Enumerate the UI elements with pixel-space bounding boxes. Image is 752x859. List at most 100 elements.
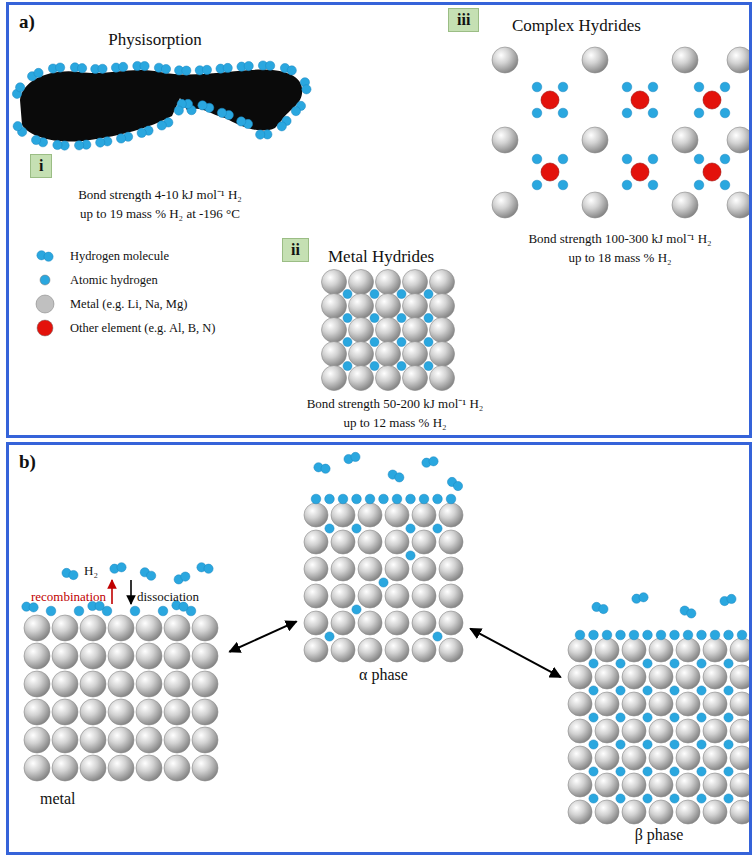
- metal-atom: [622, 773, 646, 797]
- metal-atom: [376, 342, 401, 367]
- hydrogen-atom: [575, 630, 585, 640]
- legend-swatch-dot: [37, 320, 53, 336]
- recombination-arrow: [111, 580, 113, 604]
- hydrogen-atom: [379, 578, 388, 587]
- metal-atom: [730, 773, 752, 797]
- panel-frame: b)metalα phaseβ phase: [6, 442, 752, 855]
- hydrogen-atom: [325, 632, 334, 641]
- metal-atom: [192, 643, 218, 669]
- panel-letter: a): [19, 11, 35, 33]
- metal-atom: [136, 615, 162, 641]
- hydrogen-atom: [616, 740, 625, 749]
- hydrogen-atom: [98, 64, 107, 73]
- lattice-region: α phase: [302, 500, 465, 664]
- hydrogen-atom: [727, 594, 736, 603]
- metal-atom: [730, 719, 752, 743]
- hydrogen-molecule: [632, 593, 648, 604]
- hydrogen-atom: [670, 794, 679, 803]
- hydrogen-atom: [352, 494, 362, 504]
- metal-atom: [622, 638, 646, 662]
- hydrogen-atom: [643, 767, 652, 776]
- metal-atom: [108, 727, 134, 753]
- metal-atom: [322, 366, 347, 391]
- hydrogen-atom: [351, 452, 360, 461]
- metal-atom: [412, 638, 436, 662]
- metal-atom: [108, 671, 134, 697]
- hydrogen-atom: [237, 117, 246, 126]
- hydrogen-molecule: [31, 135, 47, 146]
- hydrogen-atom: [683, 630, 693, 640]
- hydrogen-atom: [629, 630, 639, 640]
- metal-atom: [492, 127, 518, 153]
- metal-atom: [595, 719, 619, 743]
- metal-atom: [192, 671, 218, 697]
- metal-atom: [649, 746, 673, 770]
- metal-atom: [136, 643, 162, 669]
- metal-atom: [108, 755, 134, 781]
- hydrogen-atom: [622, 108, 632, 118]
- metal-atom: [164, 755, 190, 781]
- hydrogen-molecule: [91, 64, 107, 73]
- section-title: Complex Hydrides: [512, 14, 641, 39]
- hydrogen-atom: [639, 593, 648, 602]
- hydrogen-atom: [589, 740, 598, 749]
- hydrogen-atom: [56, 63, 65, 72]
- hydrogen-atom: [616, 767, 625, 776]
- hydrogen-molecule: [592, 602, 608, 613]
- metal-atom: [676, 746, 700, 770]
- hydrogen-atom: [694, 180, 704, 190]
- hydrogen-atom: [424, 314, 433, 323]
- metal-atom: [649, 773, 673, 797]
- hydrogen-molecule: [300, 78, 311, 94]
- metal-atom: [164, 615, 190, 641]
- hydrogen-molecule: [447, 477, 462, 490]
- hydrogen-atom: [643, 794, 652, 803]
- hydrogen-atom: [223, 63, 232, 72]
- hydrogen-molecule: [277, 116, 291, 131]
- metal-atom: [349, 366, 374, 391]
- hydrogen-atom: [589, 659, 598, 668]
- hydrogen-molecule: [13, 122, 27, 137]
- hydrogen-molecule: [174, 572, 190, 584]
- legend-swatch: [28, 317, 62, 339]
- other-element-atom: [703, 163, 721, 181]
- hydrogen-atom: [147, 571, 156, 580]
- hydrogen-atom: [670, 767, 679, 776]
- metal-atom: [672, 127, 698, 153]
- hydrogen-atom: [277, 122, 286, 131]
- hydrogen-atom: [406, 551, 415, 560]
- hydrogen-atom: [453, 481, 462, 490]
- metal-atom: [439, 503, 463, 527]
- metal-atom: [385, 503, 409, 527]
- other-element-atom: [703, 91, 721, 109]
- legend-swatch-dot: [36, 295, 54, 313]
- hydrogen-molecule: [137, 126, 153, 137]
- metal-atom: [676, 692, 700, 716]
- hydrogen-atom: [433, 494, 443, 504]
- metal-atom: [358, 611, 382, 635]
- hydrogen-atom: [737, 630, 747, 640]
- metal-atom: [672, 47, 698, 73]
- metal-atom: [385, 530, 409, 554]
- metal-atom: [676, 800, 700, 824]
- hydrogen-molecule: [133, 61, 149, 70]
- metal-atom: [730, 800, 752, 824]
- metal-lattice: [22, 563, 218, 781]
- metal-atom: [595, 665, 619, 689]
- hydrogen-atom: [687, 609, 696, 618]
- other-element-atom: [541, 91, 559, 109]
- metal-atom: [430, 294, 455, 319]
- transition-arrow: [470, 629, 560, 678]
- metal-atom: [376, 270, 401, 295]
- metal-atom: [136, 727, 162, 753]
- metal-atom: [649, 665, 673, 689]
- hydrogen-atom: [648, 154, 658, 164]
- hydrogen-atom: [157, 121, 166, 130]
- hydrogen-atom: [424, 338, 433, 347]
- metal-atom: [349, 342, 374, 367]
- hydrogen-atom: [117, 134, 126, 143]
- roman-numeral-box: iii: [448, 8, 479, 32]
- metal-atom: [52, 671, 78, 697]
- transition-arrow: [229, 621, 296, 651]
- metal-atom: [304, 638, 328, 662]
